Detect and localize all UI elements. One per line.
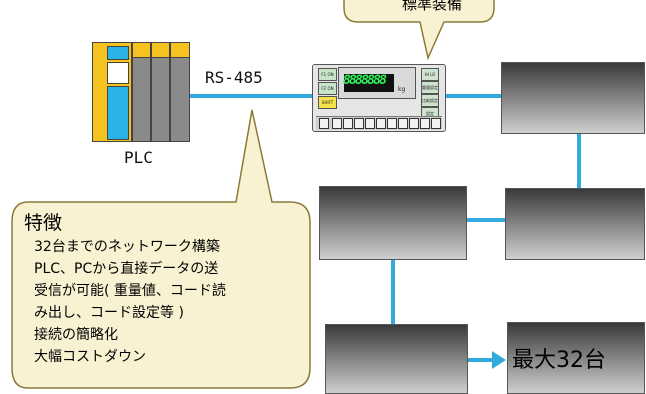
network-node-3 [505,188,645,260]
bus-link-middle [466,218,506,222]
weight-display-value: 8888888 [343,73,387,88]
f2-button[interactable]: F2 ON [318,82,337,95]
keypad-key[interactable] [319,118,329,129]
keypad-key[interactable] [431,118,441,129]
max-node-box [507,322,645,394]
bus-drop-right [577,130,581,192]
plc-io-module [151,42,170,142]
network-node-2 [319,186,467,260]
indicator-display-window [344,74,394,92]
network-node-1 [501,62,645,134]
compare-setting-button[interactable]: 比較設定 [421,94,439,107]
plc-device [92,42,190,142]
features-title: 特徴 [24,212,63,234]
feature-item: み出し、コード設定等 ) [34,305,184,321]
plc-io-module [132,42,151,142]
arrow-shaft [466,358,494,362]
feature-item: 32台までのネットワーク構築 [34,239,220,255]
standard-callout [343,0,495,61]
max-node-label: 最大32台 [512,348,606,373]
arrow-right-icon [492,351,506,369]
standard-callout-label: 標準装備 [402,0,463,13]
feature-item: PLC、PCから直接データの送 [34,261,219,277]
bus-drop-left [391,258,395,324]
shift-button[interactable]: SHIFT [318,96,337,109]
keypad-key[interactable] [409,118,419,129]
feature-item: 大幅コストダウン [34,349,146,365]
plc-label: PLC [124,148,153,167]
hi-lo-button[interactable]: HI LO [421,68,439,81]
keypad-key[interactable] [365,118,375,129]
keypad-key[interactable] [354,118,364,129]
indicator-display-panel [338,67,416,99]
keypad-key[interactable] [420,118,430,129]
feature-item: 接続の簡略化 [34,327,118,343]
rs485-label: RS-485 [205,68,263,87]
keypad-key[interactable] [332,118,342,129]
plc-io-module [170,42,190,142]
rs485-bus-wire-left [186,94,312,98]
f1-button[interactable]: F1 ON [318,68,337,81]
features-callout [11,109,311,389]
keypad-key[interactable] [343,118,353,129]
keypad-key[interactable] [398,118,408,129]
keypad-key[interactable] [376,118,386,129]
weight-setting-button[interactable]: 重量設定 [421,81,439,94]
network-node-4 [325,324,468,394]
rs485-bus-wire-right [446,94,502,98]
keypad-key[interactable] [387,118,397,129]
weight-unit: kg [398,86,406,93]
plc-power-module [92,42,132,142]
feature-item: 受信が可能( 重量値、コード読 [34,283,226,299]
